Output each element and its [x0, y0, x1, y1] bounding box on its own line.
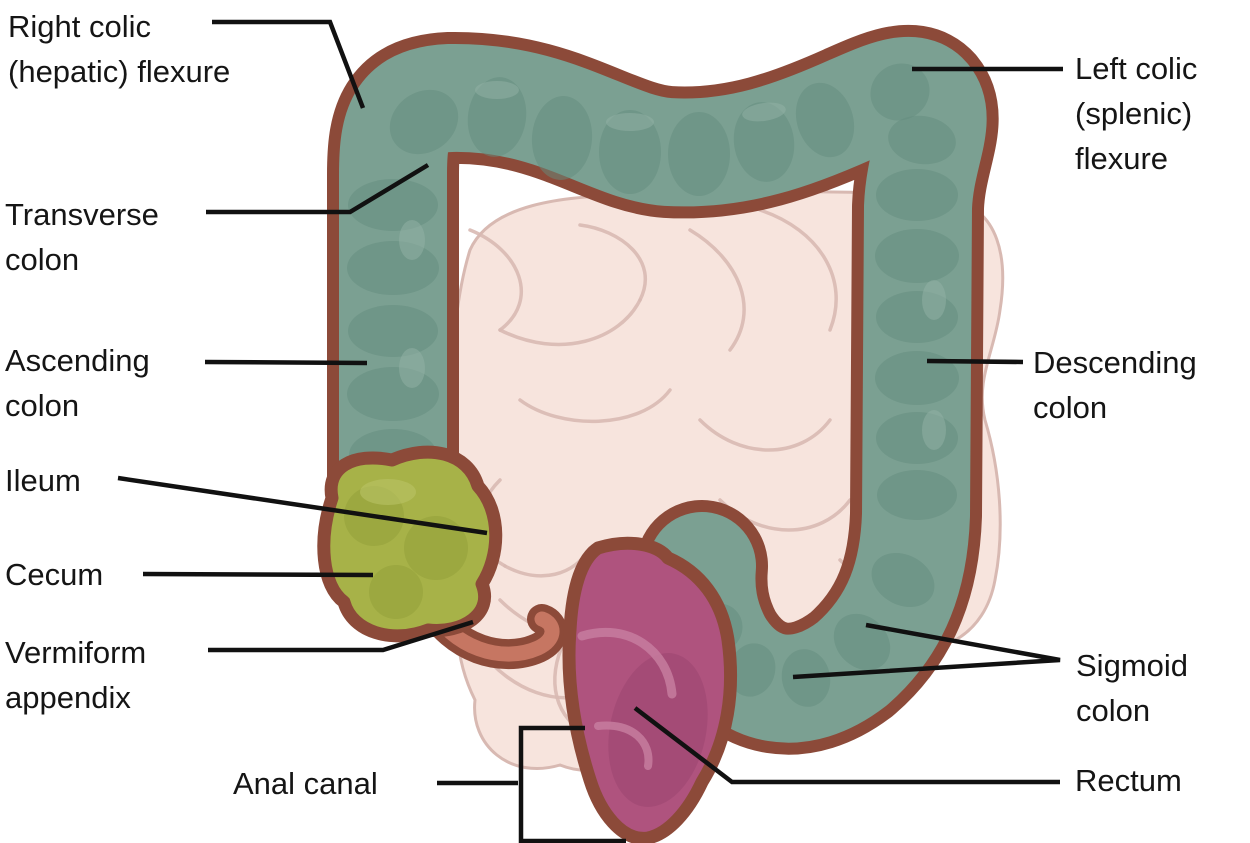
label-anal-canal: Anal canal	[233, 761, 378, 806]
label-sigmoid-colon: Sigmoid colon	[1076, 643, 1188, 733]
leader-right-colic-flexure	[212, 19, 366, 109]
label-line: Ileum	[5, 463, 81, 498]
label-line: Rectum	[1075, 763, 1182, 798]
label-line: colon	[1076, 693, 1151, 728]
label-line: Sigmoid	[1076, 648, 1188, 683]
label-line: colon	[1033, 390, 1108, 425]
label-transverse-colon: Transverse colon	[5, 192, 159, 282]
leader-rectum	[633, 706, 1060, 785]
label-line: Vermiform	[5, 635, 147, 670]
label-line: Anal canal	[233, 766, 378, 801]
label-descending-colon: Descending colon	[1033, 340, 1197, 430]
label-ascending-colon: Ascending colon	[5, 338, 150, 428]
label-line: colon	[5, 242, 80, 277]
label-line: Ascending	[5, 343, 150, 378]
leader-vermiform-appendix	[208, 619, 474, 653]
label-line: Right colic	[8, 9, 151, 44]
label-ileum: Ileum	[5, 458, 81, 503]
label-left-colic-flexure: Left colic (splenic) flexure	[1075, 46, 1197, 181]
label-line: Cecum	[5, 557, 104, 592]
leader-ascending-colon	[204, 359, 368, 366]
label-line: colon	[5, 388, 80, 423]
label-line: Transverse	[5, 197, 159, 232]
label-line: (hepatic) flexure	[8, 54, 231, 89]
cecum-shape	[317, 445, 503, 643]
leader-lines	[117, 19, 1063, 843]
haustra-highlights	[399, 81, 946, 450]
leader-ileum	[117, 475, 488, 536]
leader-transverse-colon	[206, 163, 430, 215]
rectum-shape	[562, 536, 738, 843]
label-line: appendix	[5, 680, 131, 715]
label-line: Left colic	[1075, 51, 1198, 86]
label-cecum: Cecum	[5, 552, 103, 597]
label-right-colic-flexure: Right colic (hepatic) flexure	[8, 4, 230, 94]
anal-canal-bracket	[518, 725, 626, 843]
large-intestine-tube	[327, 24, 999, 755]
leader-cecum	[142, 571, 374, 578]
label-rectum: Rectum	[1075, 758, 1182, 803]
leader-sigmoid-colon	[792, 622, 1061, 680]
label-line: Descending	[1033, 345, 1197, 380]
label-line: flexure	[1075, 141, 1169, 176]
label-line: (splenic)	[1075, 96, 1193, 131]
leader-descending-colon	[926, 358, 1024, 365]
label-vermiform-appendix: Vermiform appendix	[5, 630, 146, 720]
